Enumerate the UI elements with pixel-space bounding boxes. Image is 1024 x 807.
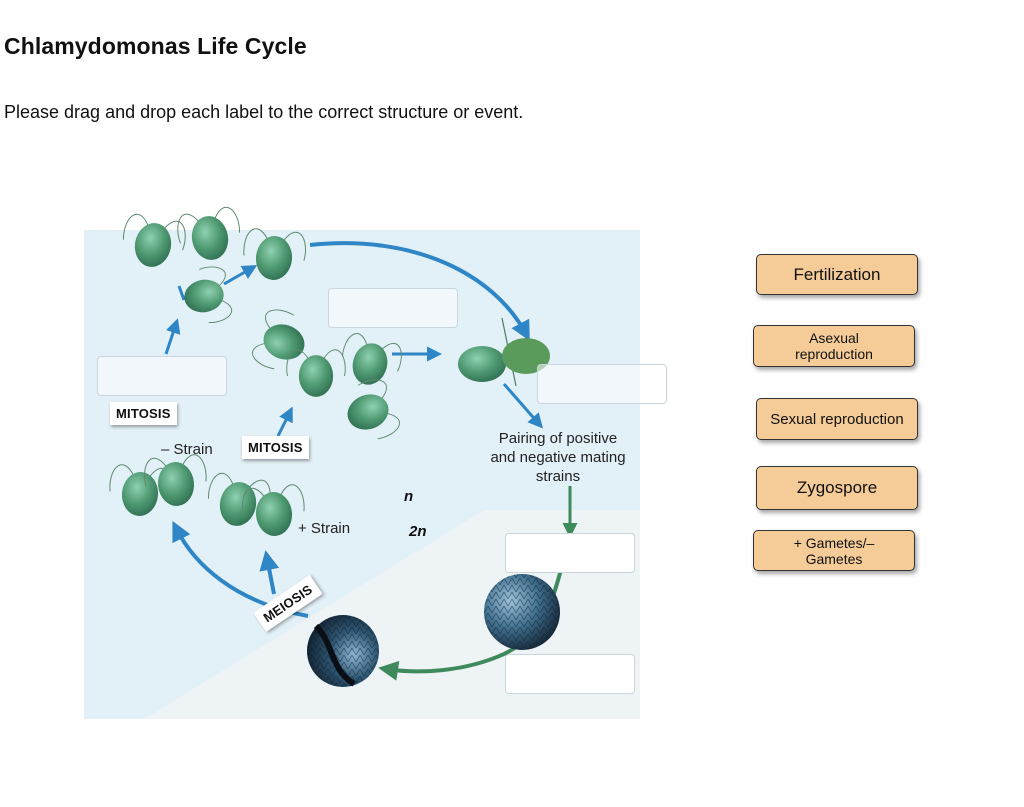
drop-zone-1[interactable]: [328, 288, 458, 328]
drop-zone-5[interactable]: [505, 654, 635, 694]
drop-zone-4[interactable]: [505, 533, 635, 573]
minus-strain-label: – Strain: [161, 441, 213, 458]
page-title: Chlamydomonas Life Cycle: [4, 33, 307, 59]
drop-zone-2[interactable]: [97, 356, 227, 396]
arrow-meiosis-plus: [259, 550, 280, 595]
arrow-mitosis-left-1: [164, 318, 181, 355]
arrow-to-pairing: [309, 241, 530, 342]
instructions: Please drag and drop each label to the c…: [4, 102, 524, 122]
arrow-mitosis-left-3: [177, 285, 186, 301]
plus-strain-label: + Strain: [298, 520, 351, 537]
life-cycle-diagram: MITOSIS MITOSIS MEIOSIS – Strain + Strai…: [84, 204, 667, 724]
label-sexual-reproduction[interactable]: Sexual reproduction: [756, 398, 918, 440]
pairing-label: Pairing of positive and negative mating …: [490, 430, 626, 485]
label-gametes[interactable]: + Gametes/– Gametes: [753, 530, 915, 571]
diploid-label: 2n: [409, 523, 427, 540]
arrow-mitosis-left-2: [223, 265, 258, 286]
arrow-pairing: [502, 383, 543, 429]
label-fertilization[interactable]: Fertilization: [756, 254, 918, 295]
arrow-mitosis-center: [276, 406, 293, 437]
label-zygospore[interactable]: Zygospore: [756, 466, 918, 510]
haploid-label: n: [404, 488, 414, 505]
label-asexual-reproduction[interactable]: Asexual reproduction: [753, 325, 915, 367]
drop-zone-3[interactable]: [537, 364, 667, 404]
cell-icon: [458, 346, 506, 382]
mitosis-tag-center: MITOSIS: [242, 436, 309, 459]
mitosis-tag-left: MITOSIS: [110, 402, 177, 425]
